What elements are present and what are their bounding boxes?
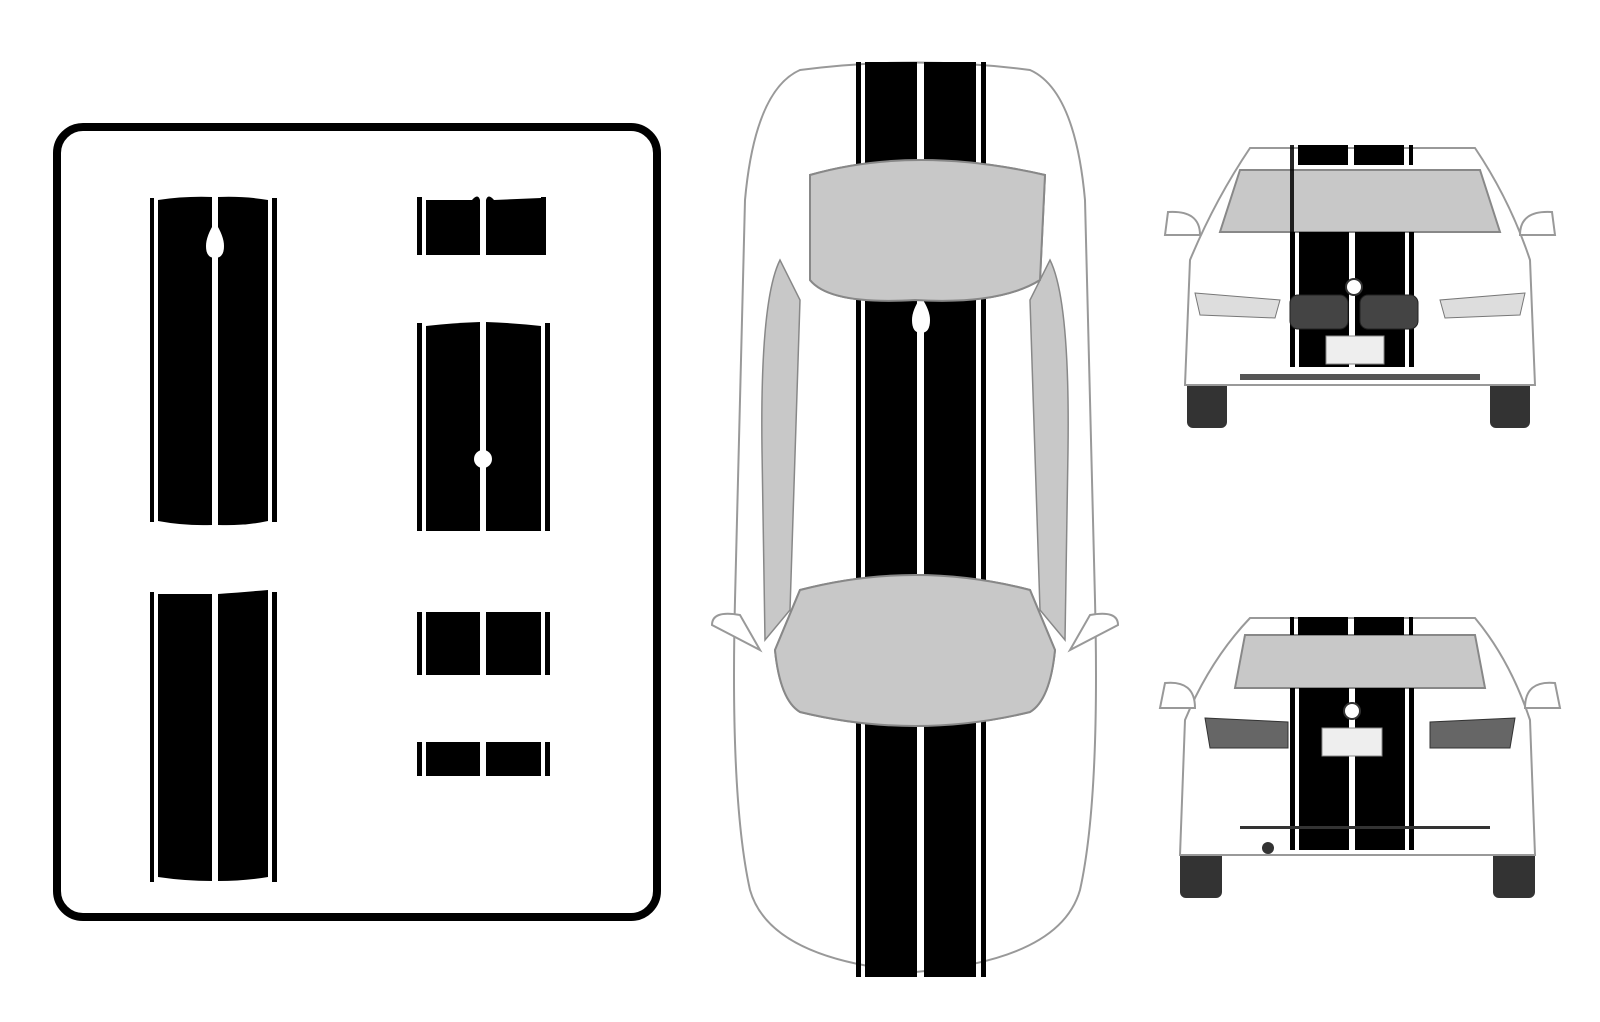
rear-window: [1233, 634, 1487, 689]
exhaust-tip: [1262, 842, 1274, 854]
roof-stripe-piece: [150, 590, 277, 882]
rear-bumper-stripe-piece: [417, 612, 550, 675]
rear-view-stripes: [1290, 617, 1414, 850]
front-plate: [1325, 335, 1385, 365]
side-window-right: [1029, 258, 1069, 643]
rear-plate: [1321, 727, 1383, 757]
rear-emblem: [1343, 702, 1361, 720]
car-rear-view: [1158, 617, 1562, 898]
side-mirror-left: [710, 612, 763, 653]
side-window-left: [761, 258, 801, 643]
car-front-view: [1163, 145, 1557, 428]
front-windshield: [1218, 169, 1502, 233]
taillight-left: [1204, 717, 1289, 749]
headlight-right: [1439, 292, 1526, 319]
kidney-grille-right: [1359, 294, 1419, 330]
hood-stripe-piece: [150, 196, 277, 526]
taillight-right: [1429, 717, 1516, 749]
valance-stripe-piece: [417, 742, 550, 776]
trunk-stripe-piece: [417, 322, 550, 531]
side-mirror-right: [1067, 612, 1120, 653]
kidney-grille-left: [1289, 294, 1349, 330]
emblem-cutout: [474, 450, 492, 468]
kit-frame: [53, 123, 661, 921]
car-top-view: [710, 61, 1120, 977]
front-emblem: [1345, 278, 1363, 296]
teardrop-cutout: [206, 222, 224, 258]
headlight-left: [1194, 292, 1281, 319]
decal-kit-panel: [53, 123, 661, 921]
bumper-stripe-piece: [417, 196, 546, 255]
